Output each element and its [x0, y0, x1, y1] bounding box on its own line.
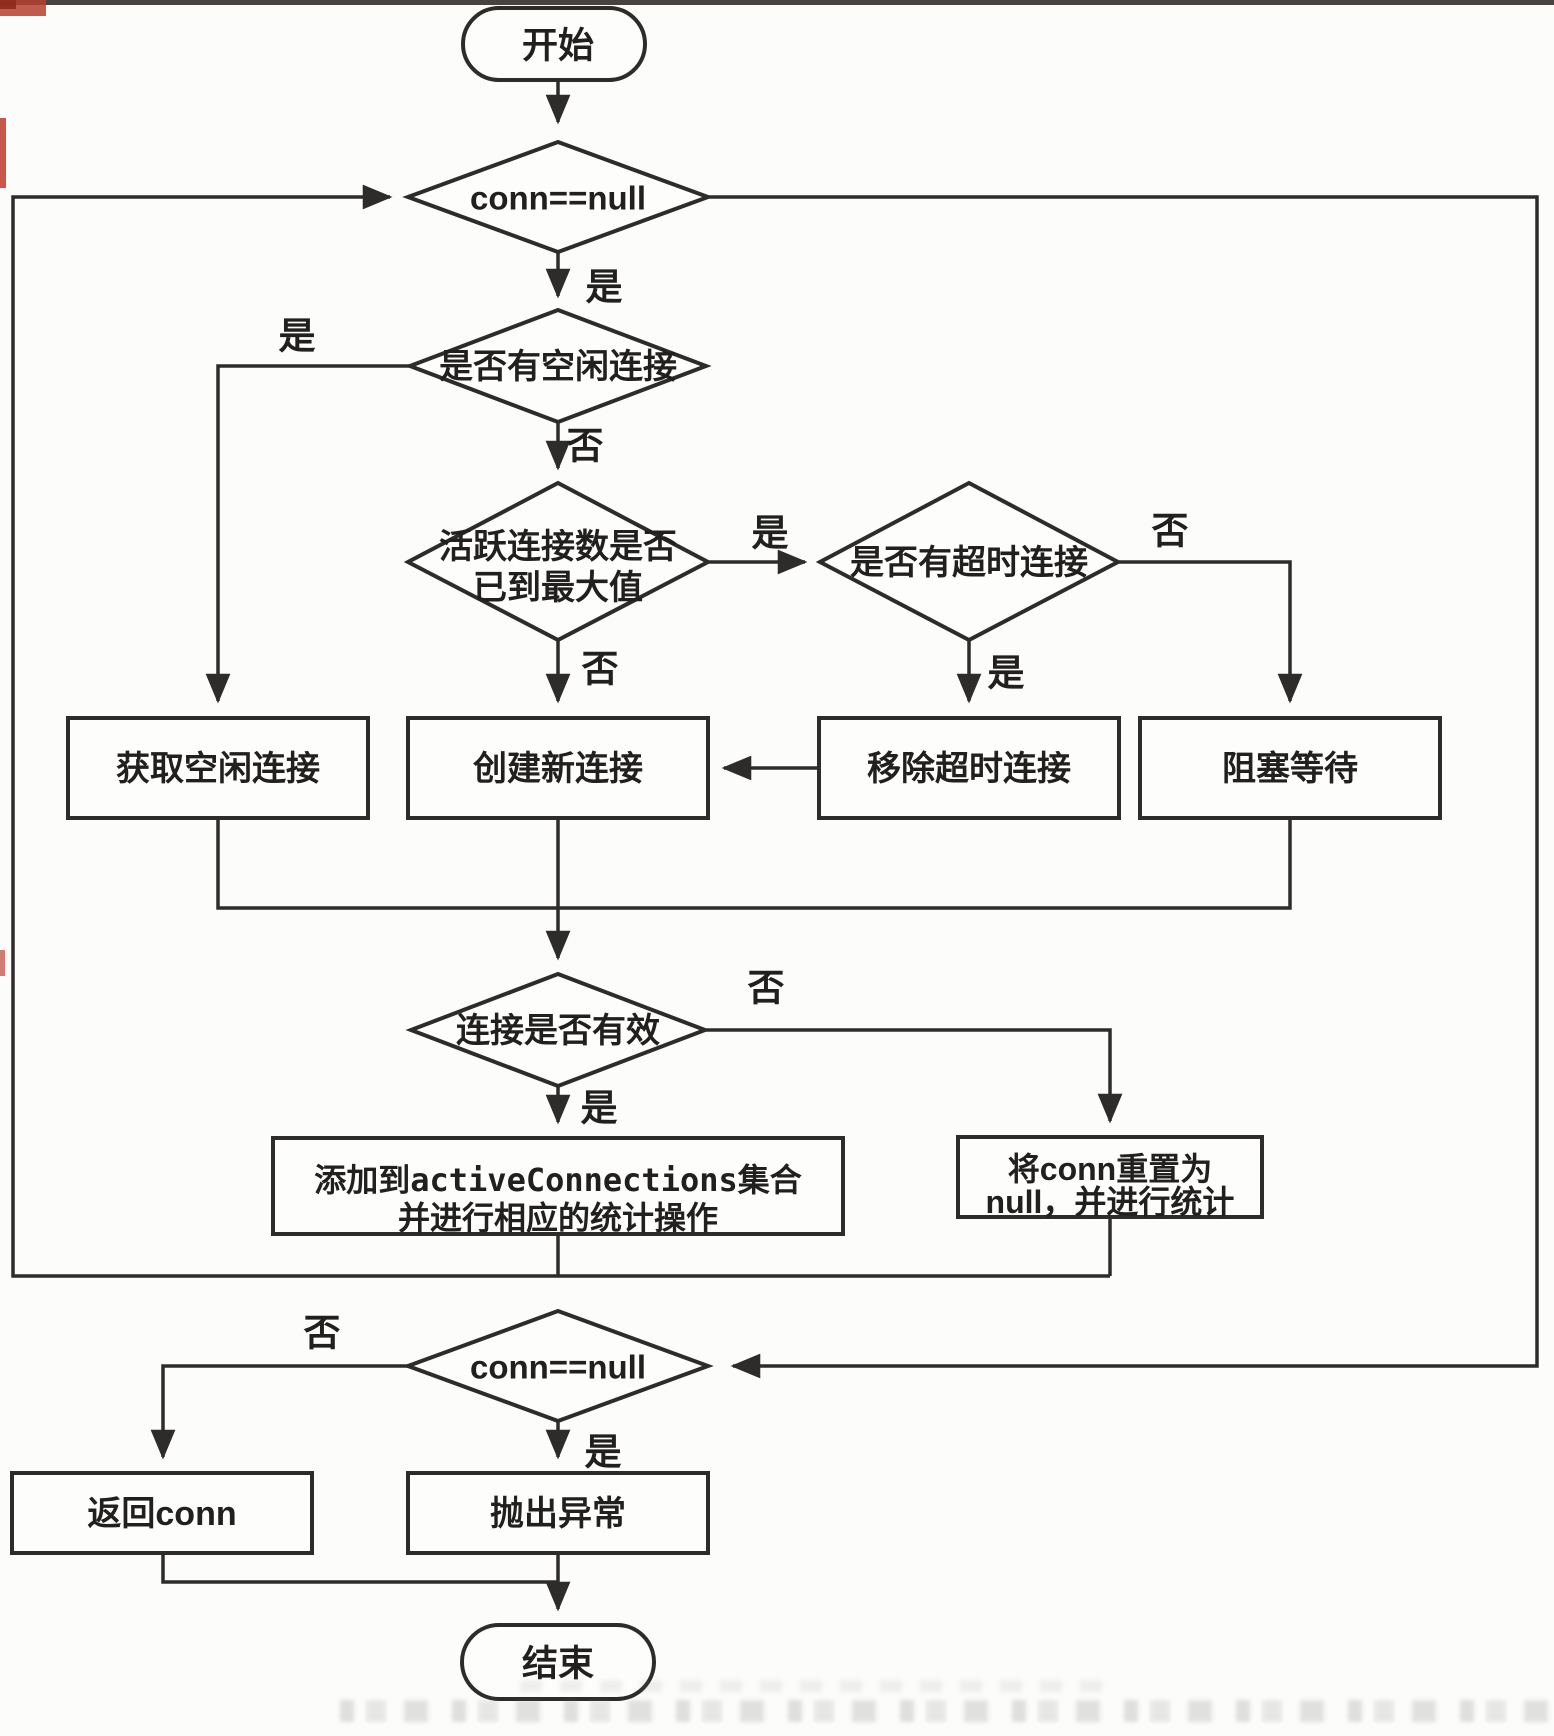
edge-checknull1-no-to-checknull2	[708, 195, 1539, 1379]
process-reset-conn-null	[956, 1135, 1264, 1219]
process-block-wait	[1138, 716, 1442, 820]
conn-null-1-label: conn==null	[470, 180, 646, 217]
conn-null-2-label: conn==null	[470, 1349, 646, 1386]
has-idle-label: 是否有空闲连接	[439, 348, 677, 386]
process-return-conn	[10, 1471, 314, 1555]
return-conn-label: 返回conn	[87, 1495, 236, 1533]
scan-bleedthrough-noise-2	[520, 1680, 1120, 1692]
add-active-suffix: 集合	[737, 1162, 802, 1198]
label-yes-activemax: 是	[752, 513, 789, 554]
process-add-to-active-connections	[271, 1136, 845, 1236]
edge-hastimeout-no-to-blockwait	[1118, 560, 1303, 704]
process-get-idle-connection	[66, 716, 370, 820]
remove-timeout-label: 移除超时连接	[867, 749, 1071, 788]
end-label: 结束	[522, 1643, 594, 1684]
decision-active-count-max	[403, 480, 713, 643]
scan-top-border	[0, 0, 1554, 5]
start-label: 开始	[522, 25, 594, 66]
decision-conn-null-2	[402, 1308, 714, 1424]
label-no-hasidle: 否	[567, 426, 604, 467]
decision-has-idle-connection	[404, 307, 712, 425]
add-active-label-line2: 并进行相应的统计操作	[398, 1200, 718, 1236]
label-yes-hastimeout: 是	[988, 653, 1025, 694]
edge-loopback-to-checknull1	[11, 184, 1110, 1278]
add-active-code: activeConnections	[410, 1161, 738, 1199]
nodes	[10, 6, 1442, 1701]
end-terminator	[460, 1623, 656, 1701]
decision-connection-valid	[405, 971, 711, 1089]
label-no-checknull2: 否	[304, 1313, 341, 1354]
reset-conn-label-line2: null，并进行统计	[986, 1184, 1235, 1220]
edge-labels: 是 是 否 是 否 否 是 是 否 否 是	[279, 267, 1189, 1473]
add-active-prefix: 添加到	[314, 1162, 410, 1198]
label-no-activemax: 否	[582, 649, 619, 690]
decision-conn-null-1	[402, 139, 714, 255]
edge-checknull2-no-to-returnconn	[150, 1364, 408, 1460]
throw-exception-label: 抛出异常	[490, 1495, 626, 1533]
block-wait-label: 阻塞等待	[1222, 750, 1358, 788]
conn-valid-label: 连接是否有效	[456, 1012, 660, 1050]
scan-bleedthrough-noise	[340, 1700, 1554, 1722]
process-create-new-connection	[406, 716, 710, 820]
active-max-label-line2: 已到最大值	[473, 569, 643, 607]
edge-connvalid-no-to-resetconn	[705, 1028, 1123, 1124]
edge-hasidle-yes-to-getidle	[205, 364, 410, 704]
label-yes-hasidle: 是	[279, 316, 316, 357]
process-remove-timeout-connection	[817, 716, 1121, 820]
label-yes-connvalid: 是	[581, 1088, 618, 1129]
decision-has-timeout-connection	[815, 480, 1123, 643]
start-terminator	[461, 6, 647, 82]
edge-returnconn-to-join	[161, 1553, 558, 1584]
add-active-label-line1: 添加到activeConnections集合	[314, 1161, 802, 1199]
edge-merge-below-action-row	[216, 818, 1292, 910]
scan-red-artifact-left	[0, 118, 6, 188]
label-no-hastimeout: 否	[1152, 511, 1189, 552]
reset-conn-label-line1: 将conn重置为	[1008, 1151, 1212, 1187]
scan-red-artifact-corner-dark	[0, 0, 16, 9]
get-idle-label: 获取空闲连接	[116, 750, 320, 788]
has-timeout-label: 是否有超时连接	[850, 544, 1088, 582]
scan-red-artifact-left-low	[0, 950, 5, 976]
process-throw-exception	[406, 1471, 710, 1555]
active-max-label-line1: 活跃连接数是否	[439, 528, 677, 566]
label-yes-checknull1: 是	[586, 267, 623, 308]
label-no-connvalid: 否	[748, 968, 785, 1009]
edges	[11, 80, 1539, 1612]
node-texts: 开始 conn==null 是否有空闲连接 活跃连接数是否 已到最大值 是否有超…	[87, 25, 1358, 1684]
create-new-label: 创建新连接	[472, 750, 643, 788]
label-yes-checknull2: 是	[585, 1432, 622, 1473]
